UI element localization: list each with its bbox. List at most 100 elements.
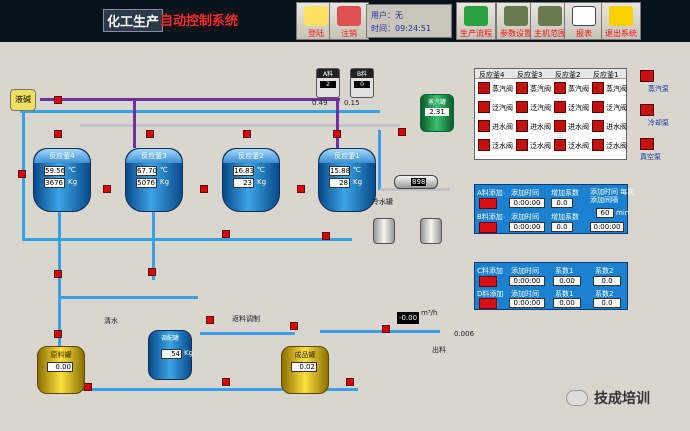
a-coef-input[interactable]: 0.0 — [551, 198, 573, 208]
c-coef2-input[interactable]: 0.0 — [593, 276, 621, 286]
logout-button[interactable]: 注销 — [329, 2, 369, 40]
valve-label: 蒸汽阀 — [492, 85, 513, 93]
reactor-4-temp: 59.56 — [44, 166, 66, 176]
valve[interactable] — [322, 232, 330, 240]
d-coef1-input[interactable]: 0.00 — [553, 298, 581, 308]
flow-unit: m³/h — [421, 309, 438, 317]
valve-button[interactable] — [478, 139, 490, 151]
interval-input[interactable]: 60 — [596, 208, 614, 218]
valve-button[interactable] — [554, 82, 566, 94]
feed-panel-ab: A料添加 添加时间 增加系数 添加时间 每次 添加间隔 0:00:00 0.0 … — [474, 184, 634, 234]
valve[interactable] — [146, 130, 154, 138]
vacuum-pump-label: 真空泵 — [640, 153, 661, 161]
a-feed-button[interactable] — [479, 198, 497, 209]
c-time-input[interactable]: 0:00:00 — [509, 276, 545, 286]
gray-header-pipe — [80, 124, 400, 127]
process-button[interactable]: 生产流程 — [456, 2, 496, 40]
water-label: 清水 — [104, 317, 118, 325]
valve-button[interactable] — [516, 82, 528, 94]
valve-button[interactable] — [554, 139, 566, 151]
hopper-b-small: 0.15 — [344, 99, 360, 107]
bottom-pipe — [58, 388, 358, 391]
valve-label: 进水阀 — [606, 123, 627, 131]
valve[interactable] — [222, 230, 230, 238]
reactor-1-weight: 28 — [329, 178, 350, 188]
process-icon — [464, 6, 488, 26]
valve-button[interactable] — [592, 82, 604, 94]
drop-pipe-left — [58, 210, 61, 350]
purple-header-pipe — [40, 98, 340, 101]
small-tank-b — [420, 218, 442, 244]
cooler-label: 冷水罐 — [372, 198, 393, 206]
valve[interactable] — [54, 330, 62, 338]
d-feed-button[interactable] — [479, 298, 497, 309]
report-button[interactable]: 报表 — [564, 2, 604, 40]
valve[interactable] — [54, 270, 62, 278]
steam-pump-icon[interactable] — [640, 70, 654, 82]
valve[interactable] — [206, 316, 214, 324]
valve-label: 蒸汽阀 — [530, 85, 551, 93]
valve-label: 蒸汽阀 — [606, 85, 627, 93]
clock: 09:24:51 — [395, 24, 431, 33]
valve[interactable] — [243, 130, 251, 138]
valve-button[interactable] — [554, 101, 566, 113]
d-coef2-input[interactable]: 0.0 — [593, 298, 621, 308]
water-pump[interactable]: 898 — [394, 175, 438, 189]
feed-panel-cd: C料添加 添加时间 系数1 系数2 0:00:00 0.00 0.0 D料添加 … — [474, 262, 628, 310]
c-feed-button[interactable] — [479, 276, 497, 287]
valve-label: 泛水阀 — [530, 142, 551, 150]
valve[interactable] — [222, 378, 230, 386]
purple-drop-1 — [133, 98, 136, 148]
valve[interactable] — [200, 185, 208, 193]
report-icon — [572, 6, 596, 26]
valve-label: 泛水阀 — [492, 142, 513, 150]
vacuum-pump-icon[interactable] — [640, 138, 654, 150]
valve-button[interactable] — [592, 101, 604, 113]
valve[interactable] — [333, 130, 341, 138]
exit-button[interactable]: 退出系统 — [601, 2, 641, 40]
valve[interactable] — [297, 185, 305, 193]
b-time-input[interactable]: 0:00:00 — [509, 222, 545, 232]
valve-button[interactable] — [478, 101, 490, 113]
cooling-pump-icon[interactable] — [640, 104, 654, 116]
valve[interactable] — [290, 322, 298, 330]
valve-button[interactable] — [516, 101, 528, 113]
pump-outlet-pipe — [380, 188, 450, 191]
b-feed-button[interactable] — [479, 222, 497, 233]
flow-small: 0.006 — [454, 330, 475, 338]
valve[interactable] — [103, 185, 111, 193]
d-time-input[interactable]: 0:00:00 — [509, 298, 545, 308]
host-icon — [538, 6, 562, 26]
reactor-1-temp: 15.88 — [329, 166, 351, 176]
valve[interactable] — [346, 378, 354, 386]
valve[interactable] — [398, 128, 406, 136]
host-button[interactable]: 主机范围 — [530, 2, 570, 40]
valve[interactable] — [18, 170, 26, 178]
exit-icon — [609, 6, 633, 26]
c-coef1-input[interactable]: 0.00 — [553, 276, 581, 286]
pump-pipe — [58, 296, 198, 299]
valve[interactable] — [148, 268, 156, 276]
valve[interactable] — [382, 325, 390, 333]
valve-button[interactable] — [516, 139, 528, 151]
b-coef-input[interactable]: 0.0 — [551, 222, 573, 232]
valve-button[interactable] — [478, 120, 490, 132]
valve[interactable] — [54, 130, 62, 138]
valve-button[interactable] — [592, 120, 604, 132]
b-interval-input[interactable]: 0:00:00 — [590, 222, 624, 232]
valve-button[interactable] — [516, 120, 528, 132]
valve-button[interactable] — [554, 120, 566, 132]
valve[interactable] — [84, 383, 92, 391]
valve-button[interactable] — [592, 139, 604, 151]
valve-button[interactable] — [478, 82, 490, 94]
valve[interactable] — [54, 96, 62, 104]
a-time-input[interactable]: 0:00:00 — [509, 198, 545, 208]
